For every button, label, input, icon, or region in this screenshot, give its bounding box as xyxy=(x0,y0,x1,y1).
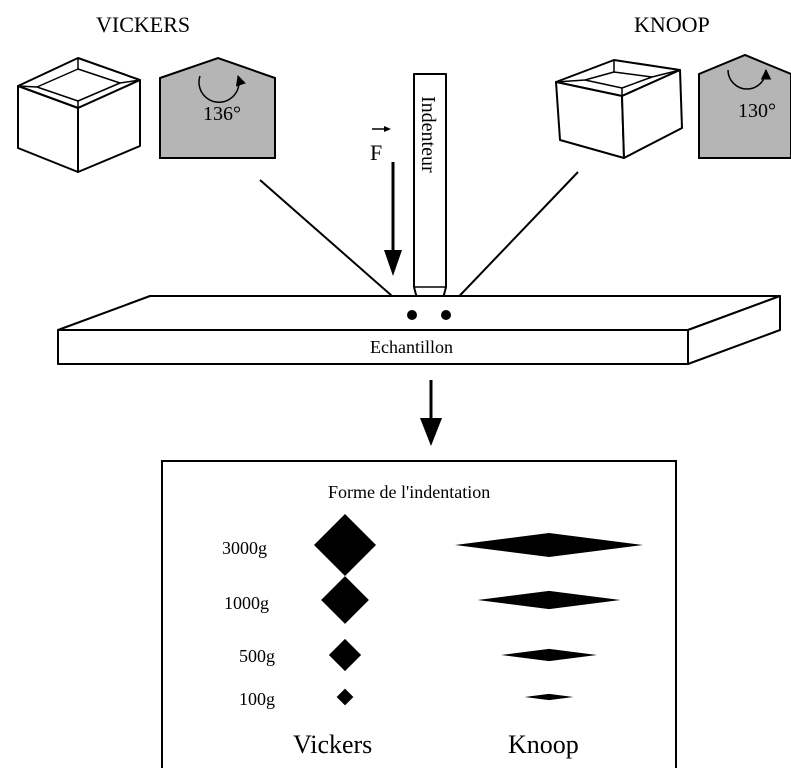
vickers-profile: 136° xyxy=(159,56,276,159)
force-arrow: F xyxy=(370,126,402,276)
knoop-pyramid-cube xyxy=(555,59,683,159)
panel-title: Forme de l'indentation xyxy=(328,482,490,502)
load-label-500: 500g xyxy=(239,646,275,666)
vickers-pointer-line xyxy=(259,179,409,311)
vickers-indentations xyxy=(314,514,376,706)
vickers-indent-100g xyxy=(336,688,354,706)
vickers-indent-3000g xyxy=(314,514,376,576)
sample-label: Echantillon xyxy=(370,337,453,357)
load-label-100: 100g xyxy=(239,689,275,709)
load-label-1000: 1000g xyxy=(224,593,269,613)
knoop-indentations xyxy=(455,533,643,701)
knoop-angle: 130° xyxy=(738,100,776,122)
indenter: Indenteur xyxy=(413,73,447,319)
knoop-title: KNOOP xyxy=(634,12,710,37)
vickers-title: VICKERS xyxy=(96,12,190,37)
indentation-panel xyxy=(161,460,677,768)
vickers-indent-1000g xyxy=(321,576,369,624)
vickers-indent-500g xyxy=(328,638,362,672)
force-label: F xyxy=(370,140,382,165)
vickers-angle: 136° xyxy=(203,103,241,125)
load-label-3000: 3000g xyxy=(222,538,267,558)
knoop-indent-100g xyxy=(524,693,574,701)
knoop-column-label: Knoop xyxy=(508,730,579,759)
vickers-column-label: Vickers xyxy=(293,730,372,759)
vickers-pyramid-cube xyxy=(17,57,141,173)
contact-dot-left xyxy=(407,310,417,320)
knoop-indent-1000g xyxy=(477,590,621,610)
knoop-pointer-line xyxy=(445,171,579,311)
sample-slab xyxy=(57,295,781,365)
knoop-profile: 130° xyxy=(698,53,791,159)
result-arrow xyxy=(420,380,442,446)
indenter-label: Indenteur xyxy=(417,96,439,173)
contact-dot-right xyxy=(441,310,451,320)
knoop-indent-500g xyxy=(501,648,597,662)
knoop-indent-3000g xyxy=(455,533,643,557)
